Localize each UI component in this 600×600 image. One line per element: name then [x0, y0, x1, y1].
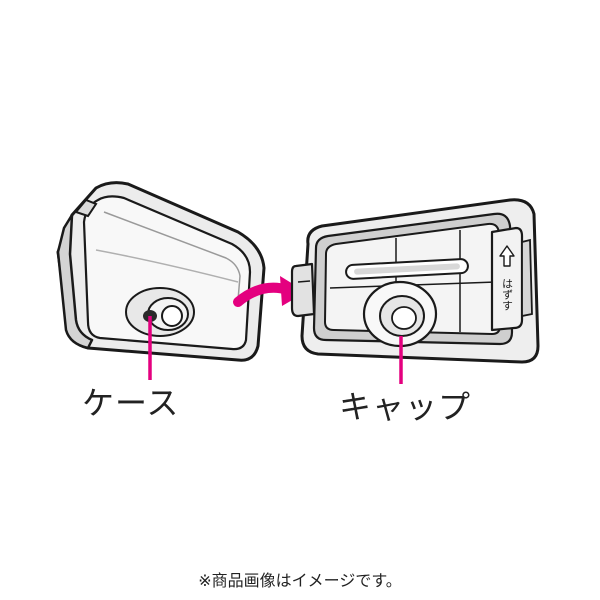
- up-arrow-outline-icon: [499, 245, 515, 267]
- cap-left-clip-notch: [297, 280, 311, 283]
- cap-part: はずす: [290, 198, 540, 384]
- cap-label: キャップ: [339, 388, 472, 426]
- case-left-flange: [56, 213, 94, 350]
- case-top-tab: [74, 198, 98, 218]
- case-floor-line: [95, 249, 239, 283]
- image-disclaimer: ※商品画像はイメージです。: [198, 571, 402, 590]
- case-part: [56, 181, 266, 380]
- cap-release-tab: [490, 226, 524, 332]
- case-label: ケース: [82, 384, 180, 422]
- case-boss-hole: [161, 305, 183, 327]
- cap-left-clip: [290, 262, 316, 318]
- case-inner-rim: [103, 211, 241, 301]
- cap-boss-center: [391, 306, 417, 330]
- cap-release-tab-text: はずす: [501, 278, 514, 311]
- cap-slot-inner: [354, 263, 460, 275]
- cap-right-outer-tab: [521, 238, 533, 318]
